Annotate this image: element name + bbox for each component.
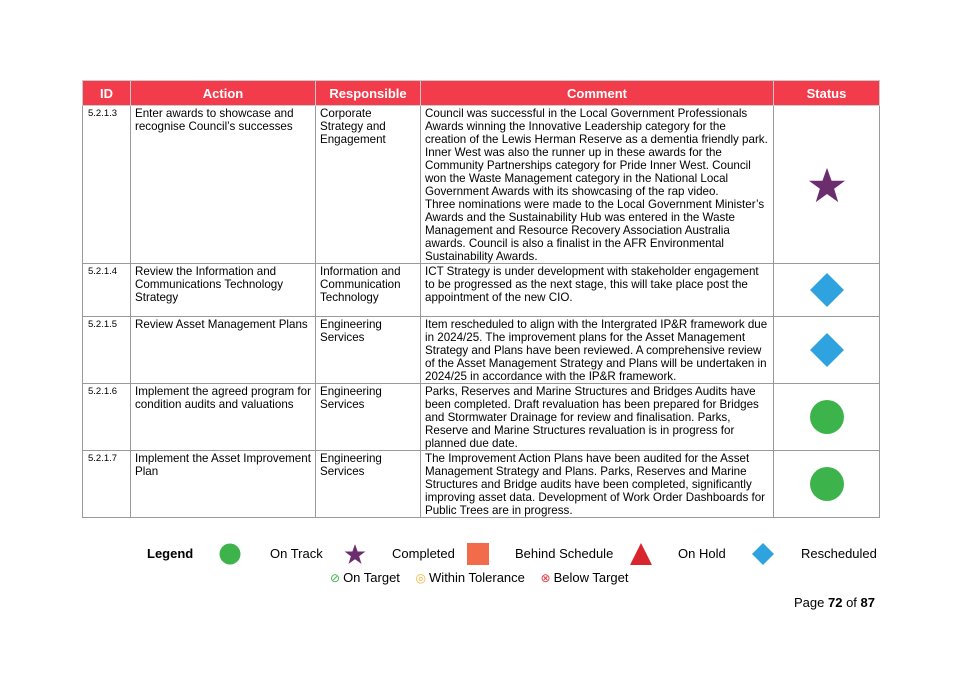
legend-below-target: Below Target (553, 570, 629, 585)
row-comment: Council was successful in the Local Gove… (420, 105, 774, 264)
on-track-circle-icon (809, 467, 844, 501)
on-hold-triangle-icon (630, 543, 652, 565)
within-tolerance-icon: ◎ (415, 571, 427, 585)
legend-on-track: On Track (270, 546, 323, 561)
legend-behind-schedule: Behind Schedule (515, 546, 614, 561)
table-row: 5.2.1.6 Implement the agreed program for… (82, 383, 880, 451)
row-comment: Item rescheduled to align with the Inter… (420, 316, 774, 384)
header-id: ID (82, 80, 131, 106)
row-action: Review Asset Management Plans (130, 316, 316, 384)
row-id: 5.2.1.3 (82, 105, 131, 264)
row-action: Review the Information and Communication… (130, 263, 316, 317)
row-id: 5.2.1.4 (82, 263, 131, 317)
legend-on-target: On Target (343, 570, 400, 585)
row-status (773, 263, 880, 317)
table-row: 5.2.1.3 Enter awards to showcase and rec… (82, 105, 880, 264)
on-track-circle-icon (219, 543, 241, 565)
completed-star-icon (344, 544, 366, 564)
row-id: 5.2.1.7 (82, 450, 131, 518)
current-page: 72 (827, 595, 843, 610)
legend-on-hold: On Hold (678, 546, 726, 561)
below-target-cross-icon: ⊗ (540, 571, 551, 585)
row-action: Implement the Asset Improvement Plan (130, 450, 316, 518)
header-responsible: Responsible (315, 80, 421, 106)
target-legend: ⊘On Target ◎Within Tolerance ⊗Below Targ… (330, 569, 641, 587)
total-pages: 87 (860, 595, 875, 610)
row-responsible: Engineering Services (315, 383, 421, 451)
page-number: Page 72 of 87 (794, 594, 875, 612)
row-responsible: Engineering Services (315, 316, 421, 384)
row-status (773, 383, 880, 451)
rescheduled-diamond-icon (809, 333, 844, 367)
row-responsible: Corporate Strategy and Engagement (315, 105, 421, 264)
header-comment: Comment (420, 80, 774, 106)
row-status (773, 105, 880, 264)
actions-table: ID Action Responsible Comment Status 5.2… (82, 80, 880, 518)
page-prefix: Page (793, 595, 825, 610)
row-responsible: Information and Communication Technology (315, 263, 421, 317)
legend-rescheduled: Rescheduled (801, 546, 877, 561)
legend-within-tolerance: Within Tolerance (429, 570, 525, 585)
header-status: Status (773, 80, 880, 106)
on-target-check-icon: ⊘ (330, 571, 341, 585)
row-status (773, 450, 880, 518)
row-id: 5.2.1.6 (82, 383, 131, 451)
legend-completed: Completed (392, 546, 455, 561)
row-comment: ICT Strategy is under development with s… (420, 263, 774, 317)
table-row: 5.2.1.5 Review Asset Management Plans En… (82, 316, 880, 384)
on-track-circle-icon (809, 400, 844, 434)
row-responsible: Engineering Services (315, 450, 421, 518)
legend: Legend On Track Completed Behind Schedul… (147, 542, 879, 566)
table-row: 5.2.1.7 Implement the Asset Improvement … (82, 450, 880, 518)
behind-schedule-square-icon (467, 543, 489, 565)
rescheduled-diamond-icon (752, 543, 774, 565)
row-id: 5.2.1.5 (82, 316, 131, 384)
page-of: of (846, 595, 857, 610)
row-status (773, 316, 880, 384)
completed-star-icon (808, 167, 845, 202)
row-action: Implement the agreed program for conditi… (130, 383, 316, 451)
row-comment: Parks, Reserves and Marine Structures an… (420, 383, 774, 451)
table-row: 5.2.1.4 Review the Information and Commu… (82, 263, 880, 317)
legend-title: Legend (147, 546, 194, 561)
row-action: Enter awards to showcase and recognise C… (130, 105, 316, 264)
rescheduled-diamond-icon (809, 273, 844, 307)
row-comment: The Improvement Action Plans have been a… (420, 450, 774, 518)
header-action: Action (130, 80, 316, 106)
table-header-row: ID Action Responsible Comment Status (82, 80, 880, 106)
